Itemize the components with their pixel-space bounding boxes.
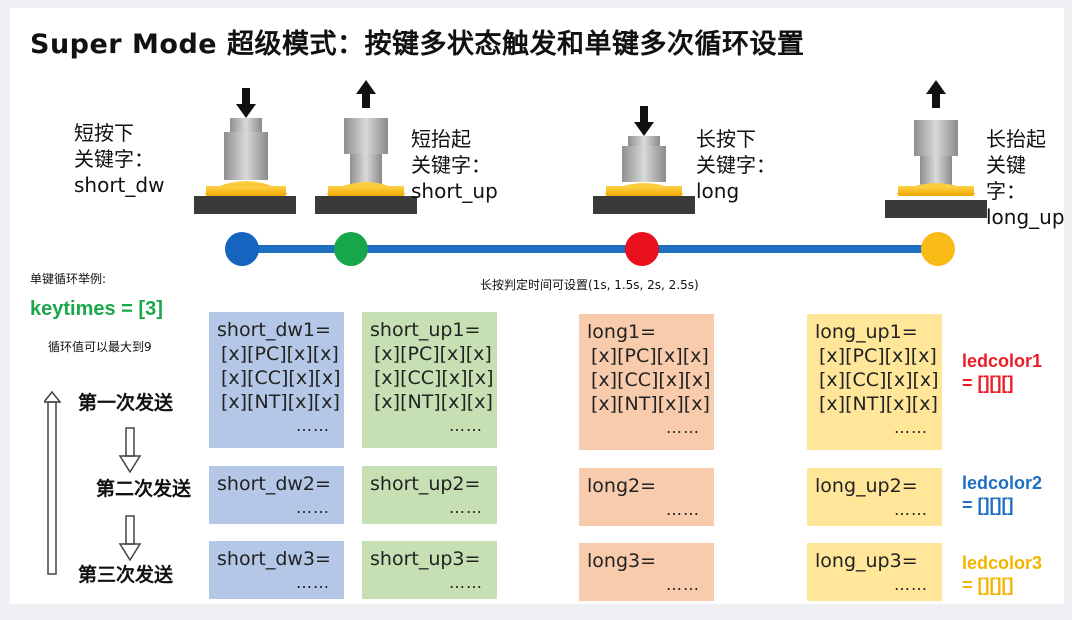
state-dot-short-dw <box>225 232 259 266</box>
state-dot-long <box>625 232 659 266</box>
box-long-up1: long_up1= [x][PC][x][x] [x][CC][x][x] [x… <box>807 314 942 450</box>
arrow-down-icon <box>236 104 256 118</box>
keytimes-value: keytimes = [3] <box>30 298 163 320</box>
long-press-note: 长按判定时间可设置(1s, 1.5s, 2s, 2.5s) <box>480 278 699 292</box>
box-short-up1: short_up1= [x][PC][x][x] [x][CC][x][x] [… <box>362 312 497 448</box>
key-label-long-up: 长抬起 关键字： long_up <box>986 127 1065 229</box>
box-long-up3: long_up3= …… <box>807 543 942 601</box>
cycle-arrows <box>44 390 142 575</box>
box-short-dw3: short_dw3= …… <box>209 541 344 599</box>
down-arrow-icon <box>118 515 142 562</box>
box-long1: long1= [x][PC][x][x] [x][CC][x][x] [x][N… <box>579 314 714 450</box>
diagram-title: Super Mode 超级模式：按键多状态触发和单键多次循环设置 <box>30 29 805 60</box>
send-label-1: 第一次发送 <box>78 392 174 414</box>
key-switch-short-up <box>315 80 417 214</box>
box-long3: long3= …… <box>579 543 714 601</box>
state-dot-short-up <box>334 232 368 266</box>
key-switch-long <box>593 106 695 214</box>
state-dot-long-up <box>921 232 955 266</box>
box-long2: long2= …… <box>579 468 714 526</box>
box-long-up2: long_up2= …… <box>807 468 942 526</box>
key-switch-graphics <box>194 80 987 218</box>
arrow-down-icon <box>634 122 654 136</box>
cycle-max-note: 循环值可以最大到9 <box>48 340 152 354</box>
box-short-up3: short_up3= …… <box>362 541 497 599</box>
example-label: 单键循环举例: <box>30 272 107 286</box>
key-switch-short-dw <box>194 88 296 214</box>
arrow-up-icon <box>926 80 946 94</box>
loop-up-arrow-icon <box>44 390 62 575</box>
key-label-long: 长按下 关键字： long <box>696 127 776 203</box>
ledcolor2-label: ledcolor2 = [][][] <box>962 473 1043 515</box>
down-arrow-icon <box>118 427 142 474</box>
box-short-up2: short_up2= …… <box>362 466 497 524</box>
key-label-short-up: 短抬起 关键字： short_up <box>411 127 498 203</box>
send-label-2: 第二次发送 <box>96 478 192 500</box>
diagram-canvas: Super Mode 超级模式：按键多状态触发和单键多次循环设置 <box>10 8 1065 604</box>
box-short-dw2: short_dw2= …… <box>209 466 344 524</box>
box-short-dw1: short_dw1= [x][PC][x][x] [x][CC][x][x] [… <box>209 312 344 448</box>
send-label-3: 第三次发送 <box>78 564 174 586</box>
key-switch-long-up <box>885 80 987 218</box>
ledcolor3-label: ledcolor3 = [][][] <box>962 553 1043 595</box>
ledcolor1-label: ledcolor1 = [][][] <box>962 351 1043 393</box>
key-label-short-dw: 短按下 关键字： short_dw <box>74 121 165 197</box>
timeline-bar <box>235 245 945 253</box>
arrow-up-icon <box>356 80 376 94</box>
